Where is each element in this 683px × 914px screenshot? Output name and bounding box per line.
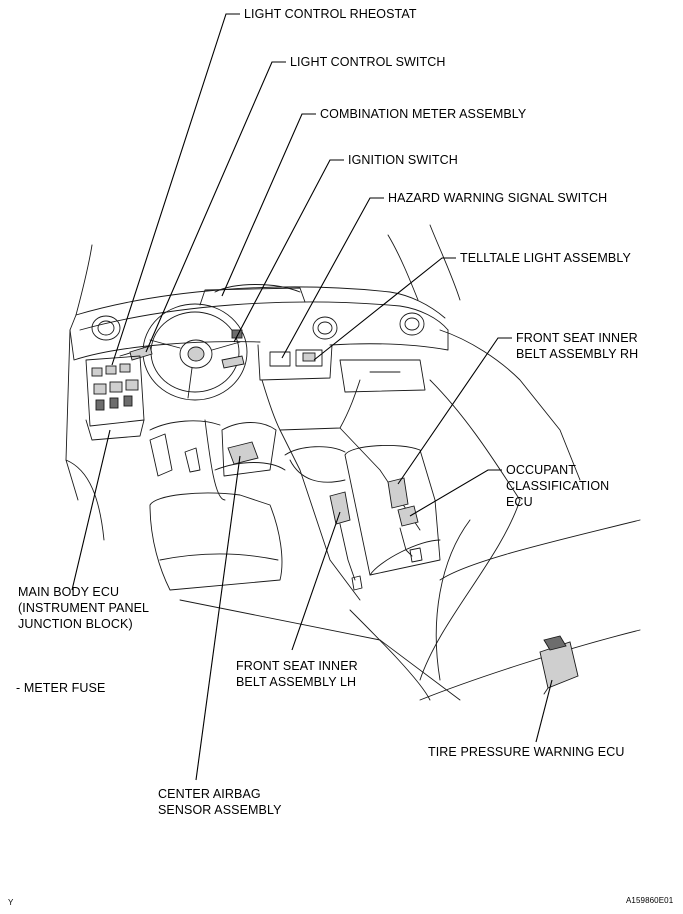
label-light-control-switch: LIGHT CONTROL SWITCH <box>290 55 446 69</box>
center-airbag-sensor <box>221 422 277 477</box>
label-occupant-classification-1: OCCUPANT <box>506 463 577 477</box>
label-front-seat-inner-belt-rh-1: FRONT SEAT INNER <box>516 331 638 345</box>
label-main-body-ecu-3: JUNCTION BLOCK) <box>18 617 133 631</box>
label-hazard-warning-signal-switch: HAZARD WARNING SIGNAL SWITCH <box>388 191 608 205</box>
label-light-control-rheostat: LIGHT CONTROL RHEOSTAT <box>244 7 417 21</box>
tire-pressure-ecu-drawing <box>539 635 579 695</box>
label-occupant-classification-2: CLASSIFICATION <box>506 479 610 493</box>
seats-console <box>149 329 641 701</box>
label-main-body-ecu-1: MAIN BODY ECU <box>18 585 120 599</box>
dashboard <box>69 284 449 431</box>
pedals <box>149 420 221 477</box>
corner-mark: Y <box>8 898 14 907</box>
label-telltale-light-assembly: TELLTALE LIGHT ASSEMBLY <box>460 251 631 265</box>
label-front-seat-inner-belt-lh-2: BELT ASSEMBLY LH <box>236 675 357 689</box>
label-front-seat-inner-belt-rh-2: BELT ASSEMBLY RH <box>516 347 639 361</box>
label-occupant-classification-3: ECU <box>506 495 533 509</box>
label-tire-pressure-warning-ecu: TIRE PRESSURE WARNING ECU <box>428 745 625 759</box>
label-center-airbag-1: CENTER AIRBAG <box>158 787 261 801</box>
junction-block <box>85 355 145 441</box>
label-ignition-switch: IGNITION SWITCH <box>348 153 458 167</box>
label-meter-fuse: - METER FUSE <box>16 681 106 695</box>
label-front-seat-inner-belt-lh-1: FRONT SEAT INNER <box>236 659 358 673</box>
label-combination-meter-assembly: COMBINATION METER ASSEMBLY <box>320 107 527 121</box>
cabin-outline <box>65 224 461 541</box>
label-center-airbag-2: SENSOR ASSEMBLY <box>158 803 282 817</box>
figure-code: A159860E01 <box>626 896 674 905</box>
label-main-body-ecu-2: (INSTRUMENT PANEL <box>18 601 150 615</box>
leader-lines <box>71 13 553 781</box>
steering-wheel <box>119 303 248 401</box>
